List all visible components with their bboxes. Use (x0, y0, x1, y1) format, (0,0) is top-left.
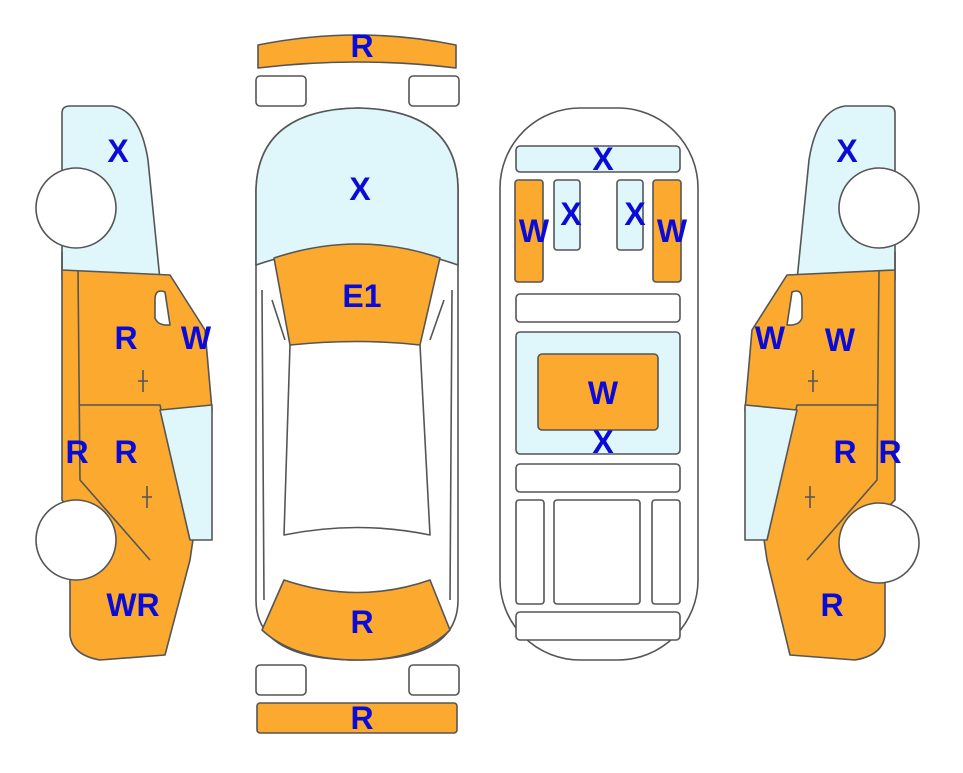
left-inner-panel (553, 179, 581, 251)
left-front-wheel (35, 167, 117, 249)
code-left-pillar: W (519, 213, 550, 249)
right-inner-panel (616, 179, 644, 251)
left-pillar-panel (514, 179, 544, 283)
code-right-pillar: W (657, 213, 688, 249)
code-left-rear-door: R (114, 434, 137, 470)
code-right-front-door: W (825, 322, 856, 358)
code-left-rocker: R (65, 434, 88, 470)
right-mirror-shape (786, 290, 803, 326)
roof-panel (537, 353, 659, 431)
top-interior-view (499, 107, 699, 661)
body-side-lines (261, 289, 453, 601)
code-hood: E1 (342, 278, 381, 314)
code-right-rear-quarter: R (820, 587, 843, 623)
crossbar-rear (515, 463, 681, 493)
left-mirror-shape (154, 290, 171, 326)
right-side-view (744, 105, 920, 661)
left-handle-2 (142, 486, 152, 508)
rear-left-lamp (255, 664, 307, 696)
front-glass-panel (515, 145, 681, 173)
rear-bumper-panel (256, 702, 458, 734)
cabin-outline (283, 344, 431, 536)
right-pillar-panel (652, 179, 682, 283)
left-handle-1 (138, 370, 148, 392)
code-left-front-door: R (114, 320, 137, 356)
code-roof-panel: W (588, 375, 619, 411)
front-left-lamp (255, 75, 307, 107)
code-right-side-window: X (836, 133, 858, 169)
left-rear-glass (159, 404, 213, 541)
code-front-bumper: R (350, 28, 373, 64)
hood-panel (273, 243, 441, 346)
code-windshield: X (349, 171, 371, 207)
rear-shelf (515, 611, 681, 641)
left-rear-wheel (35, 499, 117, 581)
code-right-inner: X (624, 196, 646, 232)
right-front-wheel (838, 167, 920, 249)
front-bumper-panel (257, 34, 457, 69)
rear-seat-left (515, 499, 545, 605)
code-left-inner: X (560, 196, 582, 232)
trunk-lid-panel (261, 579, 451, 661)
code-right-rocker: R (878, 434, 901, 470)
damage-labels: R X E1 R R X R W R R WR X W X X W W X X … (65, 28, 901, 736)
left-side-view (35, 105, 213, 661)
right-handle-2 (805, 486, 815, 508)
code-right-front-edge: W (755, 320, 786, 356)
right-rear-glass (744, 404, 798, 541)
code-roof-glass: X (592, 424, 614, 460)
code-left-front-door-edge: W (181, 320, 212, 356)
code-front-glass: X (592, 141, 614, 177)
code-right-rear-door: R (833, 434, 856, 470)
code-trunk-lid: R (350, 604, 373, 640)
code-rear-bumper: R (350, 700, 373, 736)
front-view (255, 34, 460, 734)
code-left-rear-quarter: WR (106, 587, 159, 623)
rear-seat-right (651, 499, 681, 605)
right-handle-1 (808, 370, 818, 392)
right-rear-wheel (838, 502, 920, 584)
rear-right-lamp (408, 664, 460, 696)
front-right-lamp (408, 75, 460, 107)
rear-seat-center (553, 499, 641, 605)
code-left-side-window: X (107, 133, 129, 169)
crossbar-front (515, 293, 681, 323)
